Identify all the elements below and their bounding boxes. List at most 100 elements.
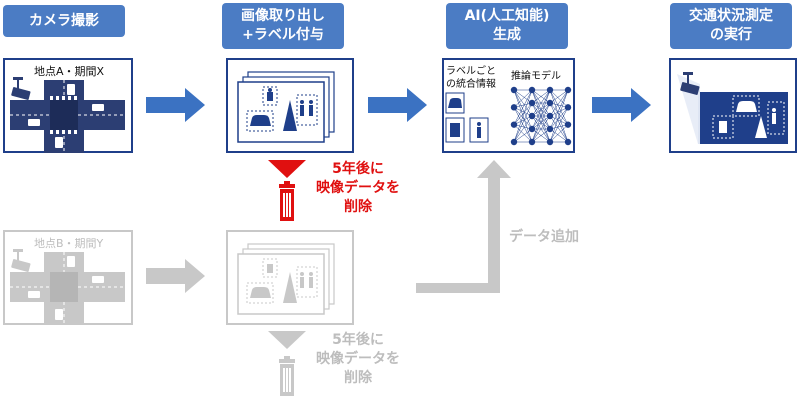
network-edge [513, 115, 533, 143]
arrow-add-data [416, 160, 511, 293]
network-edge [513, 107, 533, 143]
header-ai-line2: 生成 [493, 27, 521, 43]
network-node [510, 104, 518, 111]
network-edge [513, 128, 533, 143]
network-edge [549, 89, 569, 117]
network-edge [513, 89, 533, 117]
network-edge [549, 115, 569, 143]
network-edge [531, 89, 551, 143]
image-stack-a-icon [237, 71, 335, 143]
network-edge [549, 89, 569, 104]
header-extract-line2: +ラベル付与 [242, 27, 324, 43]
network-edge [549, 102, 569, 143]
network-edge [531, 89, 551, 117]
measurement-view-icon [677, 74, 788, 144]
network-edge [513, 89, 533, 104]
label-integration-line1: ラベルごと [446, 66, 496, 77]
network-node [510, 138, 518, 146]
network-node [528, 138, 536, 146]
header-extract: 画像取り出し +ラベル付与 [222, 3, 344, 49]
intersection-a-icon [10, 80, 125, 153]
network-node [546, 125, 554, 133]
network-edge [549, 89, 569, 108]
delete-arrow-red [268, 160, 306, 178]
trash-red-icon [279, 181, 295, 221]
header-ai-line1: AI(人工知能) [464, 8, 550, 24]
inference-model-label: 推論モデル [511, 71, 561, 82]
image-stack-b-icon [237, 243, 335, 315]
camera-measure-icon [680, 72, 700, 95]
network-node [546, 86, 554, 94]
header-camera-label: カメラ撮影 [29, 12, 99, 29]
network-edge [549, 124, 569, 143]
add-data-label: データ追加 [509, 229, 579, 245]
delete-active-line3: 削除 [344, 199, 372, 215]
delete-gray-line1: 5年後に [332, 332, 384, 348]
network-node [546, 99, 554, 107]
network-edge [549, 102, 569, 125]
network-edge [513, 89, 533, 125]
network-node [564, 86, 572, 94]
network-edge [513, 102, 533, 125]
delete-text-gray: 5年後に 映像データを 削除 [308, 331, 408, 388]
header-measure-line1: 交通状況測定 [689, 8, 773, 24]
network-node [546, 112, 554, 120]
header-measure-line2: の実行 [710, 27, 752, 43]
network-edge [549, 107, 569, 143]
header-camera: カメラ撮影 [3, 5, 125, 37]
network-edge [513, 89, 533, 130]
network-edge [531, 115, 551, 143]
arrow-camera-to-extract [146, 88, 205, 122]
intersection-b-icon [10, 252, 125, 325]
network-node [528, 86, 536, 94]
header-measure: 交通状況測定 の実行 [670, 3, 792, 49]
network-node [528, 125, 536, 133]
network-edge [531, 102, 551, 143]
location-b-label: 地点B・期間Y [34, 237, 104, 250]
header-ai: AI(人工知能) 生成 [446, 3, 568, 49]
network-edge [513, 89, 533, 143]
arrow-extract-to-ai [368, 88, 427, 122]
network-edge [549, 115, 569, 125]
camera-b-icon [11, 249, 31, 272]
delete-active-line2: 映像データを [316, 180, 400, 196]
network-edge [549, 107, 569, 130]
network-edge [531, 89, 551, 104]
neural-network-icon [510, 86, 572, 146]
network-edge [531, 89, 551, 130]
network-node [528, 99, 536, 107]
network-edge [513, 115, 533, 125]
network-edge [549, 107, 569, 117]
arrow-camera-b-to-extract-b [146, 259, 205, 293]
label-integration-line2: の統合情報 [446, 79, 496, 90]
network-edge [513, 107, 533, 130]
network-edge [549, 89, 569, 143]
network-edge [513, 107, 533, 117]
label-icons [445, 92, 489, 143]
network-node [510, 86, 518, 94]
network-node [528, 112, 536, 120]
network-edge [531, 128, 551, 143]
network-node [564, 138, 572, 146]
network-edge [549, 128, 569, 143]
delete-arrow-gray [268, 331, 306, 349]
location-a-label: 地点A・期間X [34, 65, 105, 78]
arrow-ai-to-measure [592, 88, 651, 122]
header-extract-line1: 画像取り出し [241, 8, 325, 24]
network-edge [549, 89, 569, 125]
network-node [564, 104, 572, 111]
network-edge [549, 89, 569, 130]
network-edge [513, 124, 533, 143]
delete-gray-line2: 映像データを [316, 351, 400, 367]
trash-gray-icon [279, 356, 295, 396]
camera-a-icon [11, 77, 31, 100]
delete-text-active: 5年後に 映像データを 削除 [308, 160, 408, 217]
network-node [510, 121, 518, 128]
delete-gray-line3: 削除 [344, 370, 372, 386]
delete-active-line1: 5年後に [332, 161, 384, 177]
network-edge [513, 89, 533, 108]
network-node [546, 138, 554, 146]
network-node [564, 121, 572, 128]
network-edge [513, 102, 533, 143]
